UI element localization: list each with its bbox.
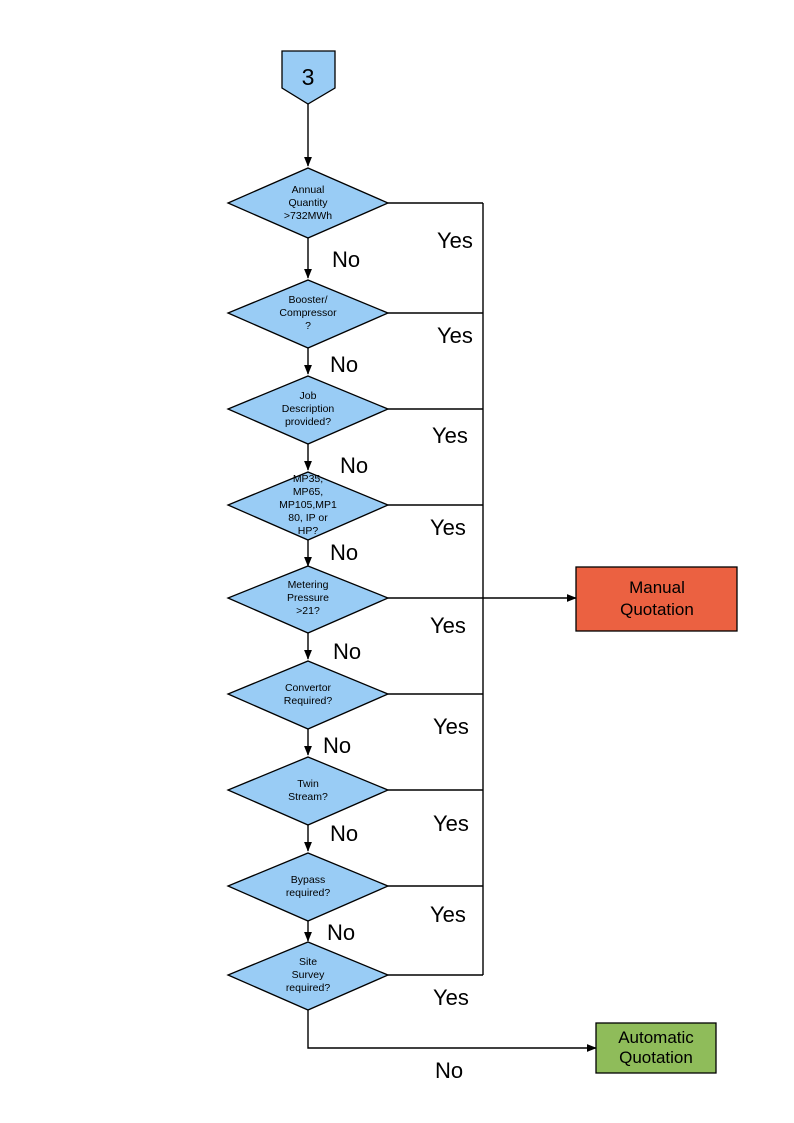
decision-bypass-required-line-1: Bypass — [291, 874, 325, 886]
decision-bypass-required-line-2: required? — [286, 887, 331, 899]
terminal-manual-quotation-line-2: Quotation — [620, 600, 694, 619]
decision-twin-stream-line-2: Stream? — [288, 791, 328, 803]
decision-booster-compressor-shape — [226, 279, 390, 349]
decision-annual-quantity-shape — [226, 167, 390, 239]
decision-job-description-line-1: Job — [300, 390, 317, 402]
label-site-survey-yes: Yes — [433, 985, 469, 1010]
decision-site-survey-shape — [226, 941, 390, 1011]
decision-site-survey-line-3: required? — [286, 982, 331, 994]
decision-job-description-line-2: Description — [282, 403, 335, 415]
label-booster-compressor-yes: Yes — [437, 323, 473, 348]
decision-metering-pressure-shape — [226, 565, 390, 634]
start-connector-shape — [281, 50, 336, 105]
decision-metering-pressure-line-2: Pressure — [287, 592, 329, 604]
decision-pressure-tier-line-5: HP? — [298, 525, 319, 537]
terminal-automatic-quotation-line-1: Automatic — [618, 1028, 694, 1047]
decision-convertor-required-line-1: Convertor — [285, 682, 332, 694]
label-convertor-required-no: No — [323, 733, 351, 758]
decision-pressure-tier-line-4: 80, IP or — [288, 512, 328, 524]
decision-pressure-tier-line-3: MP105,MP1 — [279, 499, 337, 511]
label-twin-stream-yes: Yes — [433, 811, 469, 836]
label-bypass-required-no: No — [327, 920, 355, 945]
decision-pressure-tier-line-2: MP65, — [293, 486, 323, 498]
decision-bypass-required-shape — [226, 852, 390, 922]
label-metering-pressure-yes: Yes — [430, 613, 466, 638]
decision-annual-quantity-line-2: Quantity — [288, 197, 328, 209]
decision-convertor-required-line-2: Required? — [284, 695, 333, 707]
decision-metering-pressure-line-1: Metering — [288, 579, 329, 591]
decision-booster-compressor-line-1: Booster/ — [288, 294, 327, 306]
label-metering-pressure-no: No — [333, 639, 361, 664]
edge-to-automatic-quotation — [307, 1010, 597, 1052]
label-annual-quantity-yes: Yes — [437, 228, 473, 253]
label-annual-quantity-no: No — [332, 247, 360, 272]
terminal-manual-quotation-line-1: Manual — [629, 578, 685, 597]
label-bypass-required-yes: Yes — [430, 902, 466, 927]
decision-convertor-required-shape — [226, 660, 390, 730]
decision-job-description-line-3: provided? — [285, 416, 331, 428]
label-booster-compressor-no: No — [330, 352, 358, 377]
decision-twin-stream-line-1: Twin — [297, 778, 319, 790]
decision-pressure-tier-line-1: MP35, — [293, 473, 323, 485]
decision-pressure-tier-shape — [226, 471, 390, 541]
decision-site-survey-line-1: Site — [299, 956, 317, 968]
decision-job-description-shape — [226, 375, 390, 445]
decision-annual-quantity-line-1: Annual — [292, 184, 325, 196]
decision-booster-compressor-line-2: Compressor — [279, 307, 337, 319]
label-convertor-required-yes: Yes — [433, 714, 469, 739]
start-connector-label: 3 — [302, 64, 315, 90]
label-twin-stream-no: No — [330, 821, 358, 846]
terminal-automatic-quotation-line-2: Quotation — [619, 1048, 693, 1067]
decision-twin-stream-shape — [226, 756, 390, 826]
decision-site-survey-line-2: Survey — [292, 969, 325, 981]
label-job-description-no: No — [340, 453, 368, 478]
terminal-automatic-quotation-shape — [595, 1022, 717, 1074]
label-site-survey-no: No — [435, 1058, 463, 1083]
decision-metering-pressure-line-3: >21? — [296, 605, 320, 617]
terminal-manual-quotation-shape — [575, 566, 738, 632]
decision-booster-compressor-line-3: ? — [305, 320, 311, 332]
label-pressure-tier-no: No — [330, 540, 358, 565]
label-pressure-tier-yes: Yes — [430, 515, 466, 540]
label-job-description-yes: Yes — [432, 423, 468, 448]
decision-annual-quantity-line-3: >732MWh — [284, 210, 332, 222]
